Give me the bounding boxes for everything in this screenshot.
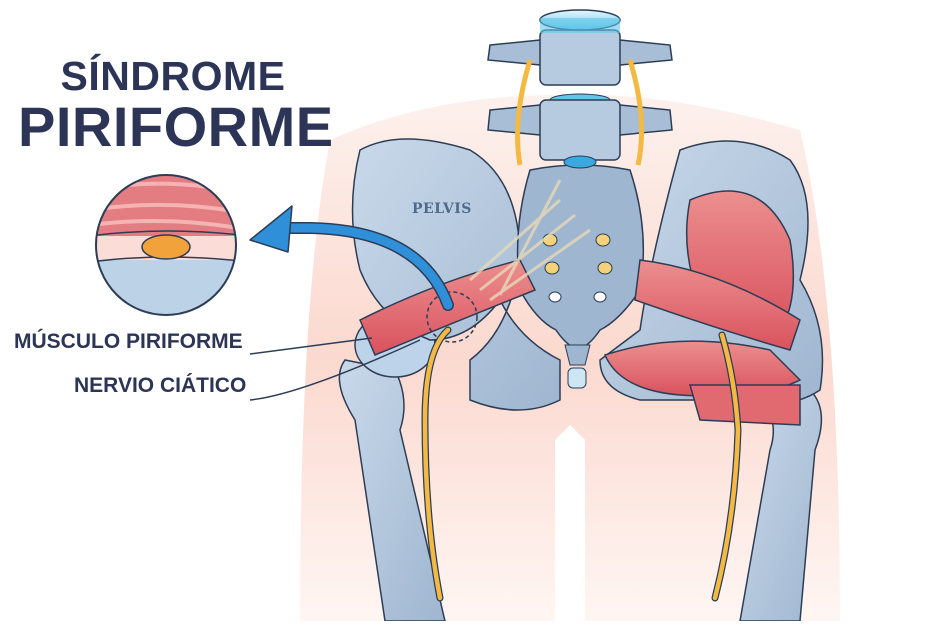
pelvis-label: PELVIS (412, 201, 472, 217)
right-gluteal-muscle (603, 190, 802, 426)
title-line-1: SÍNDROME (60, 53, 286, 99)
title-line-2: PIRIFORME (18, 95, 334, 158)
muscle-leader-line (249, 337, 373, 355)
compression-zone-circle (426, 291, 478, 343)
sciatic-nerve-left (421, 326, 452, 602)
sciatic-nerve-right (711, 331, 742, 602)
nerve-leader-line (249, 339, 421, 401)
left-ilium: PELVIS (351, 138, 561, 411)
lumbar-vertebrae (487, 9, 673, 169)
leader-lines (249, 337, 421, 401)
magnified-cross-section-icon (95, 174, 237, 316)
nerve-label: NERVIO CIÁTICO (74, 374, 247, 397)
page-title: SÍNDROME PIRIFORME (18, 53, 334, 158)
muscle-label: MÚSCULO PIRIFORME (14, 330, 243, 353)
curved-arrow-icon (249, 205, 454, 311)
